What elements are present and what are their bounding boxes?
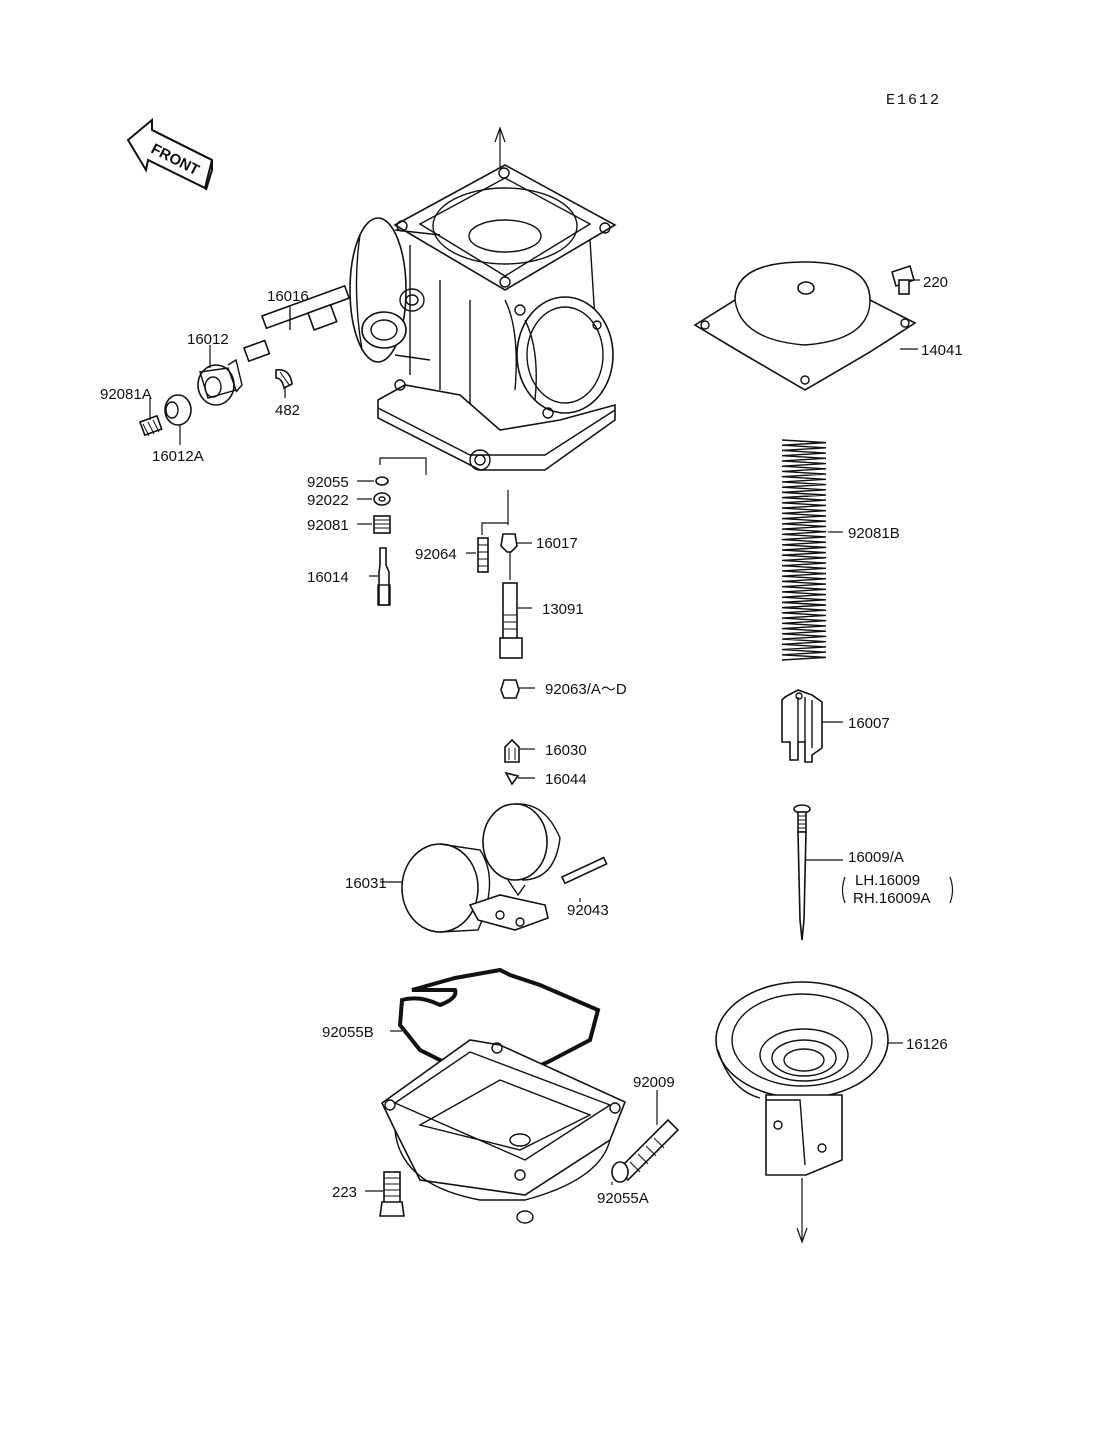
carburetor-top-cap bbox=[693, 261, 918, 391]
bowl-screw bbox=[365, 1171, 405, 1217]
label-16044: 16044 bbox=[545, 771, 587, 788]
needle-holder bbox=[781, 689, 843, 763]
diagram-code: E1612 bbox=[886, 92, 941, 109]
label-92063: 92063/A～D bbox=[545, 681, 627, 698]
cap-screw bbox=[891, 264, 920, 295]
drain-screw bbox=[611, 1090, 680, 1185]
front-arrow-icon: FRONT bbox=[126, 117, 214, 191]
label-16014: 16014 bbox=[307, 569, 349, 586]
float-assembly bbox=[380, 803, 608, 933]
label-92022: 92022 bbox=[307, 492, 349, 509]
label-92055A: 92055A bbox=[597, 1190, 649, 1207]
choke-shaft-assembly bbox=[138, 284, 351, 445]
label-16012: 16012 bbox=[187, 331, 229, 348]
label-92081B: 92081B bbox=[848, 525, 900, 542]
label-16012A: 16012A bbox=[152, 448, 204, 465]
float-bowl bbox=[380, 1039, 627, 1224]
label-16030: 16030 bbox=[545, 742, 587, 759]
label-482: 482 bbox=[275, 402, 300, 419]
vacuum-piston-spring bbox=[781, 439, 843, 661]
label-16009-rh: RH.16009A bbox=[853, 890, 931, 907]
label-92055B: 92055B bbox=[322, 1024, 374, 1041]
label-92081: 92081 bbox=[307, 517, 349, 534]
label-16031: 16031 bbox=[345, 875, 387, 892]
label-16126: 16126 bbox=[906, 1036, 948, 1053]
label-16017: 16017 bbox=[536, 535, 578, 552]
label-16009: 16009/A bbox=[848, 849, 904, 866]
jet-needle bbox=[793, 804, 954, 941]
label-92081A: 92081A bbox=[100, 386, 152, 403]
label-92064: 92064 bbox=[415, 546, 457, 563]
label-223: 223 bbox=[332, 1184, 357, 1201]
carburetor-body bbox=[349, 126, 617, 525]
jet-parts-center bbox=[466, 522, 535, 786]
label-13091: 13091 bbox=[542, 601, 584, 618]
label-16007: 16007 bbox=[848, 715, 890, 732]
label-92009: 92009 bbox=[633, 1074, 675, 1091]
label-16016: 16016 bbox=[267, 288, 309, 305]
label-14041: 14041 bbox=[921, 342, 963, 359]
float-bowl-gasket bbox=[390, 967, 601, 1085]
label-92043: 92043 bbox=[567, 902, 609, 919]
label-16009-lh: LH.16009 bbox=[855, 872, 920, 889]
vacuum-piston bbox=[715, 981, 903, 1244]
jet-parts-left bbox=[357, 476, 391, 606]
label-92055: 92055 bbox=[307, 474, 349, 491]
label-220: 220 bbox=[923, 274, 948, 291]
